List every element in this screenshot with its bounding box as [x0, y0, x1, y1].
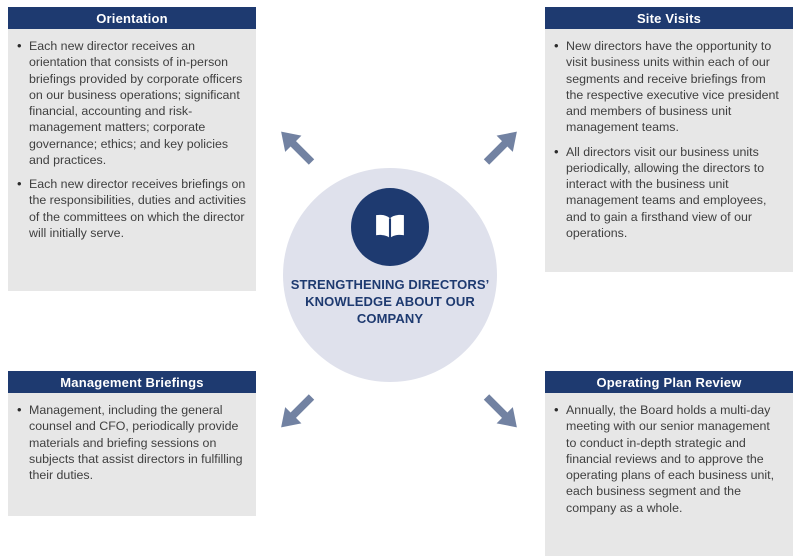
panel-operating-plan-review: Operating Plan Review Annually, the Boar…: [545, 371, 793, 556]
panel-site-visits-body: New directors have the opportunity to vi…: [545, 29, 793, 272]
panel-management-briefings-header: Management Briefings: [8, 371, 256, 393]
bullet-item: Each new director receives briefings on …: [16, 175, 246, 241]
bullet-item: New directors have the opportunity to vi…: [553, 37, 783, 136]
panel-orientation-title: Orientation: [96, 10, 168, 26]
arrow-down-left-icon: [272, 388, 320, 436]
center-circle: STRENGTHENING DIRECTORS’ KNOWLEDGE ABOUT…: [283, 168, 497, 382]
panel-management-briefings-body: Management, including the general counse…: [8, 393, 256, 516]
open-book-icon: [351, 188, 429, 266]
bullet-list: Annually, the Board holds a multi-day me…: [553, 401, 783, 516]
bullet-list: Each new director receives an orientatio…: [16, 37, 246, 241]
bullet-item: Each new director receives an orientatio…: [16, 37, 246, 168]
panel-operating-plan-review-body: Annually, the Board holds a multi-day me…: [545, 393, 793, 556]
panel-operating-plan-review-title: Operating Plan Review: [596, 374, 742, 390]
panel-site-visits-title: Site Visits: [636, 10, 702, 26]
panel-site-visits-header: Site Visits: [545, 7, 793, 29]
panel-orientation-header: Orientation: [8, 7, 256, 29]
arrow-down-right-icon: [478, 388, 526, 436]
panel-management-briefings-title: Management Briefings: [60, 374, 204, 390]
panel-management-briefings: Management Briefings Management, includi…: [8, 371, 256, 516]
center-title: STRENGTHENING DIRECTORS’ KNOWLEDGE ABOUT…: [290, 277, 490, 326]
panel-operating-plan-review-header: Operating Plan Review: [545, 371, 793, 393]
panel-orientation-body: Each new director receives an orientatio…: [8, 29, 256, 291]
bullet-item: All directors visit our business units p…: [553, 143, 783, 242]
bullet-list: New directors have the opportunity to vi…: [553, 37, 783, 242]
bullet-item: Annually, the Board holds a multi-day me…: [553, 401, 783, 516]
arrow-up-right-icon: [478, 122, 526, 170]
bullet-list: Management, including the general counse…: [16, 401, 246, 483]
bullet-item: Management, including the general counse…: [16, 401, 246, 483]
panel-orientation: Orientation Each new director receives a…: [8, 7, 256, 291]
arrow-up-left-icon: [272, 122, 320, 170]
panel-site-visits: Site Visits New directors have the oppor…: [545, 7, 793, 272]
